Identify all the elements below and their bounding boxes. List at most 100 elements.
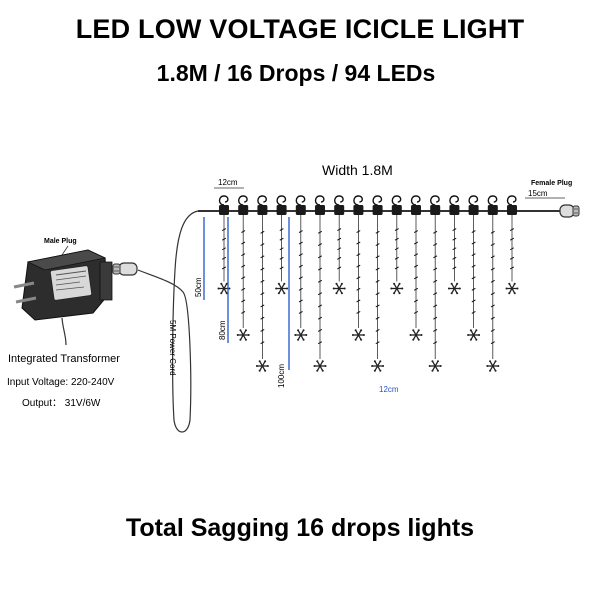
transformer-name: Integrated Transformer (8, 353, 120, 365)
hook-icon (218, 195, 229, 206)
led-bulb (241, 287, 246, 291)
spacing-label: 12cm (218, 178, 238, 187)
led-bulb (241, 299, 246, 303)
drop-length-100cm: 100cm (277, 364, 286, 388)
led-bulb (490, 304, 495, 308)
led-bulb (298, 287, 303, 291)
led-bulb (260, 255, 265, 259)
led-bulb (221, 228, 227, 232)
led-bulb (452, 237, 457, 241)
led-bulb (490, 292, 495, 296)
snowflake-icon (486, 360, 500, 372)
led-bulb (221, 266, 227, 270)
led-bulb (317, 279, 323, 283)
wire-clip (391, 205, 402, 215)
hook-icon (410, 195, 421, 206)
led-bulb (356, 264, 361, 268)
snowflake-icon (236, 329, 250, 341)
led-bulb (452, 266, 457, 270)
wire-clip (276, 205, 287, 215)
connector-plug (112, 262, 138, 276)
hook-icon (353, 195, 363, 206)
drop-length-80cm: 80cm (218, 320, 227, 340)
led-bulb (356, 241, 361, 245)
led-bulb (356, 299, 361, 303)
hook-icon (238, 195, 248, 206)
led-bulb (356, 230, 361, 233)
snowflake-icon (447, 282, 461, 295)
led-bulb (375, 292, 380, 296)
drops-group (217, 195, 519, 372)
wire-clip (507, 205, 517, 215)
led-bulb (298, 311, 303, 314)
led-bulb (317, 316, 323, 320)
led-bulb (241, 276, 246, 280)
wire-clip (334, 205, 345, 215)
led-bulb (260, 243, 265, 246)
led-bulb (298, 264, 303, 268)
led-bulb (394, 247, 399, 251)
led-bulb (260, 292, 265, 296)
hook-icon (257, 195, 267, 206)
led-bulb (279, 256, 284, 260)
page-title: LED LOW VOLTAGE ICICLE LIGHT (75, 14, 525, 44)
led-bulb (471, 287, 476, 291)
hook-icon (372, 195, 383, 206)
led-bulb (356, 287, 361, 291)
wire-clip (295, 205, 306, 215)
snowflake-icon (275, 282, 289, 295)
led-bulb (241, 230, 246, 233)
led-bulb (241, 241, 246, 245)
female-plug-label: Female Plug (531, 180, 572, 187)
wire-clip (449, 205, 460, 215)
led-bulb (375, 255, 380, 259)
wire-clip (257, 205, 268, 215)
led-bulb (375, 316, 380, 320)
led-bulb (375, 341, 380, 345)
page-subtitle: 1.8M / 16 Drops / 94 LEDs (156, 60, 436, 86)
led-bulb (317, 304, 323, 308)
led-bulb (375, 267, 380, 271)
led-bulb (490, 341, 495, 345)
hook-icon (276, 195, 287, 206)
male-plug-label: Male Plug (44, 238, 77, 245)
led-bulb (337, 237, 342, 241)
led-bulb (433, 255, 438, 259)
led-bulb (433, 316, 438, 320)
led-bulb (221, 237, 227, 241)
hook-icon (506, 195, 517, 206)
led-bulb (356, 253, 361, 257)
led-bulb (394, 237, 399, 241)
wire-clip (487, 205, 498, 215)
transformer-input: Input Voltage: 220-240V (7, 377, 115, 388)
led-bulb (471, 311, 476, 314)
led-bulb (241, 264, 246, 268)
led-bulb (509, 247, 515, 251)
led-bulb (433, 341, 438, 345)
led-bulb (337, 256, 342, 260)
led-bulb (490, 279, 495, 283)
led-bulb (490, 329, 495, 332)
led-bulb (298, 253, 303, 257)
led-bulb (452, 228, 457, 232)
led-bulb (337, 266, 342, 270)
led-bulb (490, 316, 495, 320)
led-bulb (298, 241, 303, 245)
male-plug-pointer (61, 245, 69, 256)
led-bulb (471, 253, 476, 257)
led-bulb (317, 267, 323, 271)
hook-icon (430, 195, 440, 206)
led-bulb (509, 237, 515, 241)
end-spacing-label: 15cm (528, 189, 548, 198)
led-bulb (471, 241, 476, 245)
led-bulb (433, 279, 438, 283)
led-bulb (509, 256, 515, 260)
bottom-spacing-label: 12cm (379, 385, 399, 394)
led-bulb (433, 292, 438, 296)
led-bulb (298, 299, 303, 303)
led-bulb (298, 276, 303, 280)
snowflake-icon (313, 360, 327, 372)
led-bulb (509, 266, 515, 270)
snowflake-icon (332, 282, 346, 295)
